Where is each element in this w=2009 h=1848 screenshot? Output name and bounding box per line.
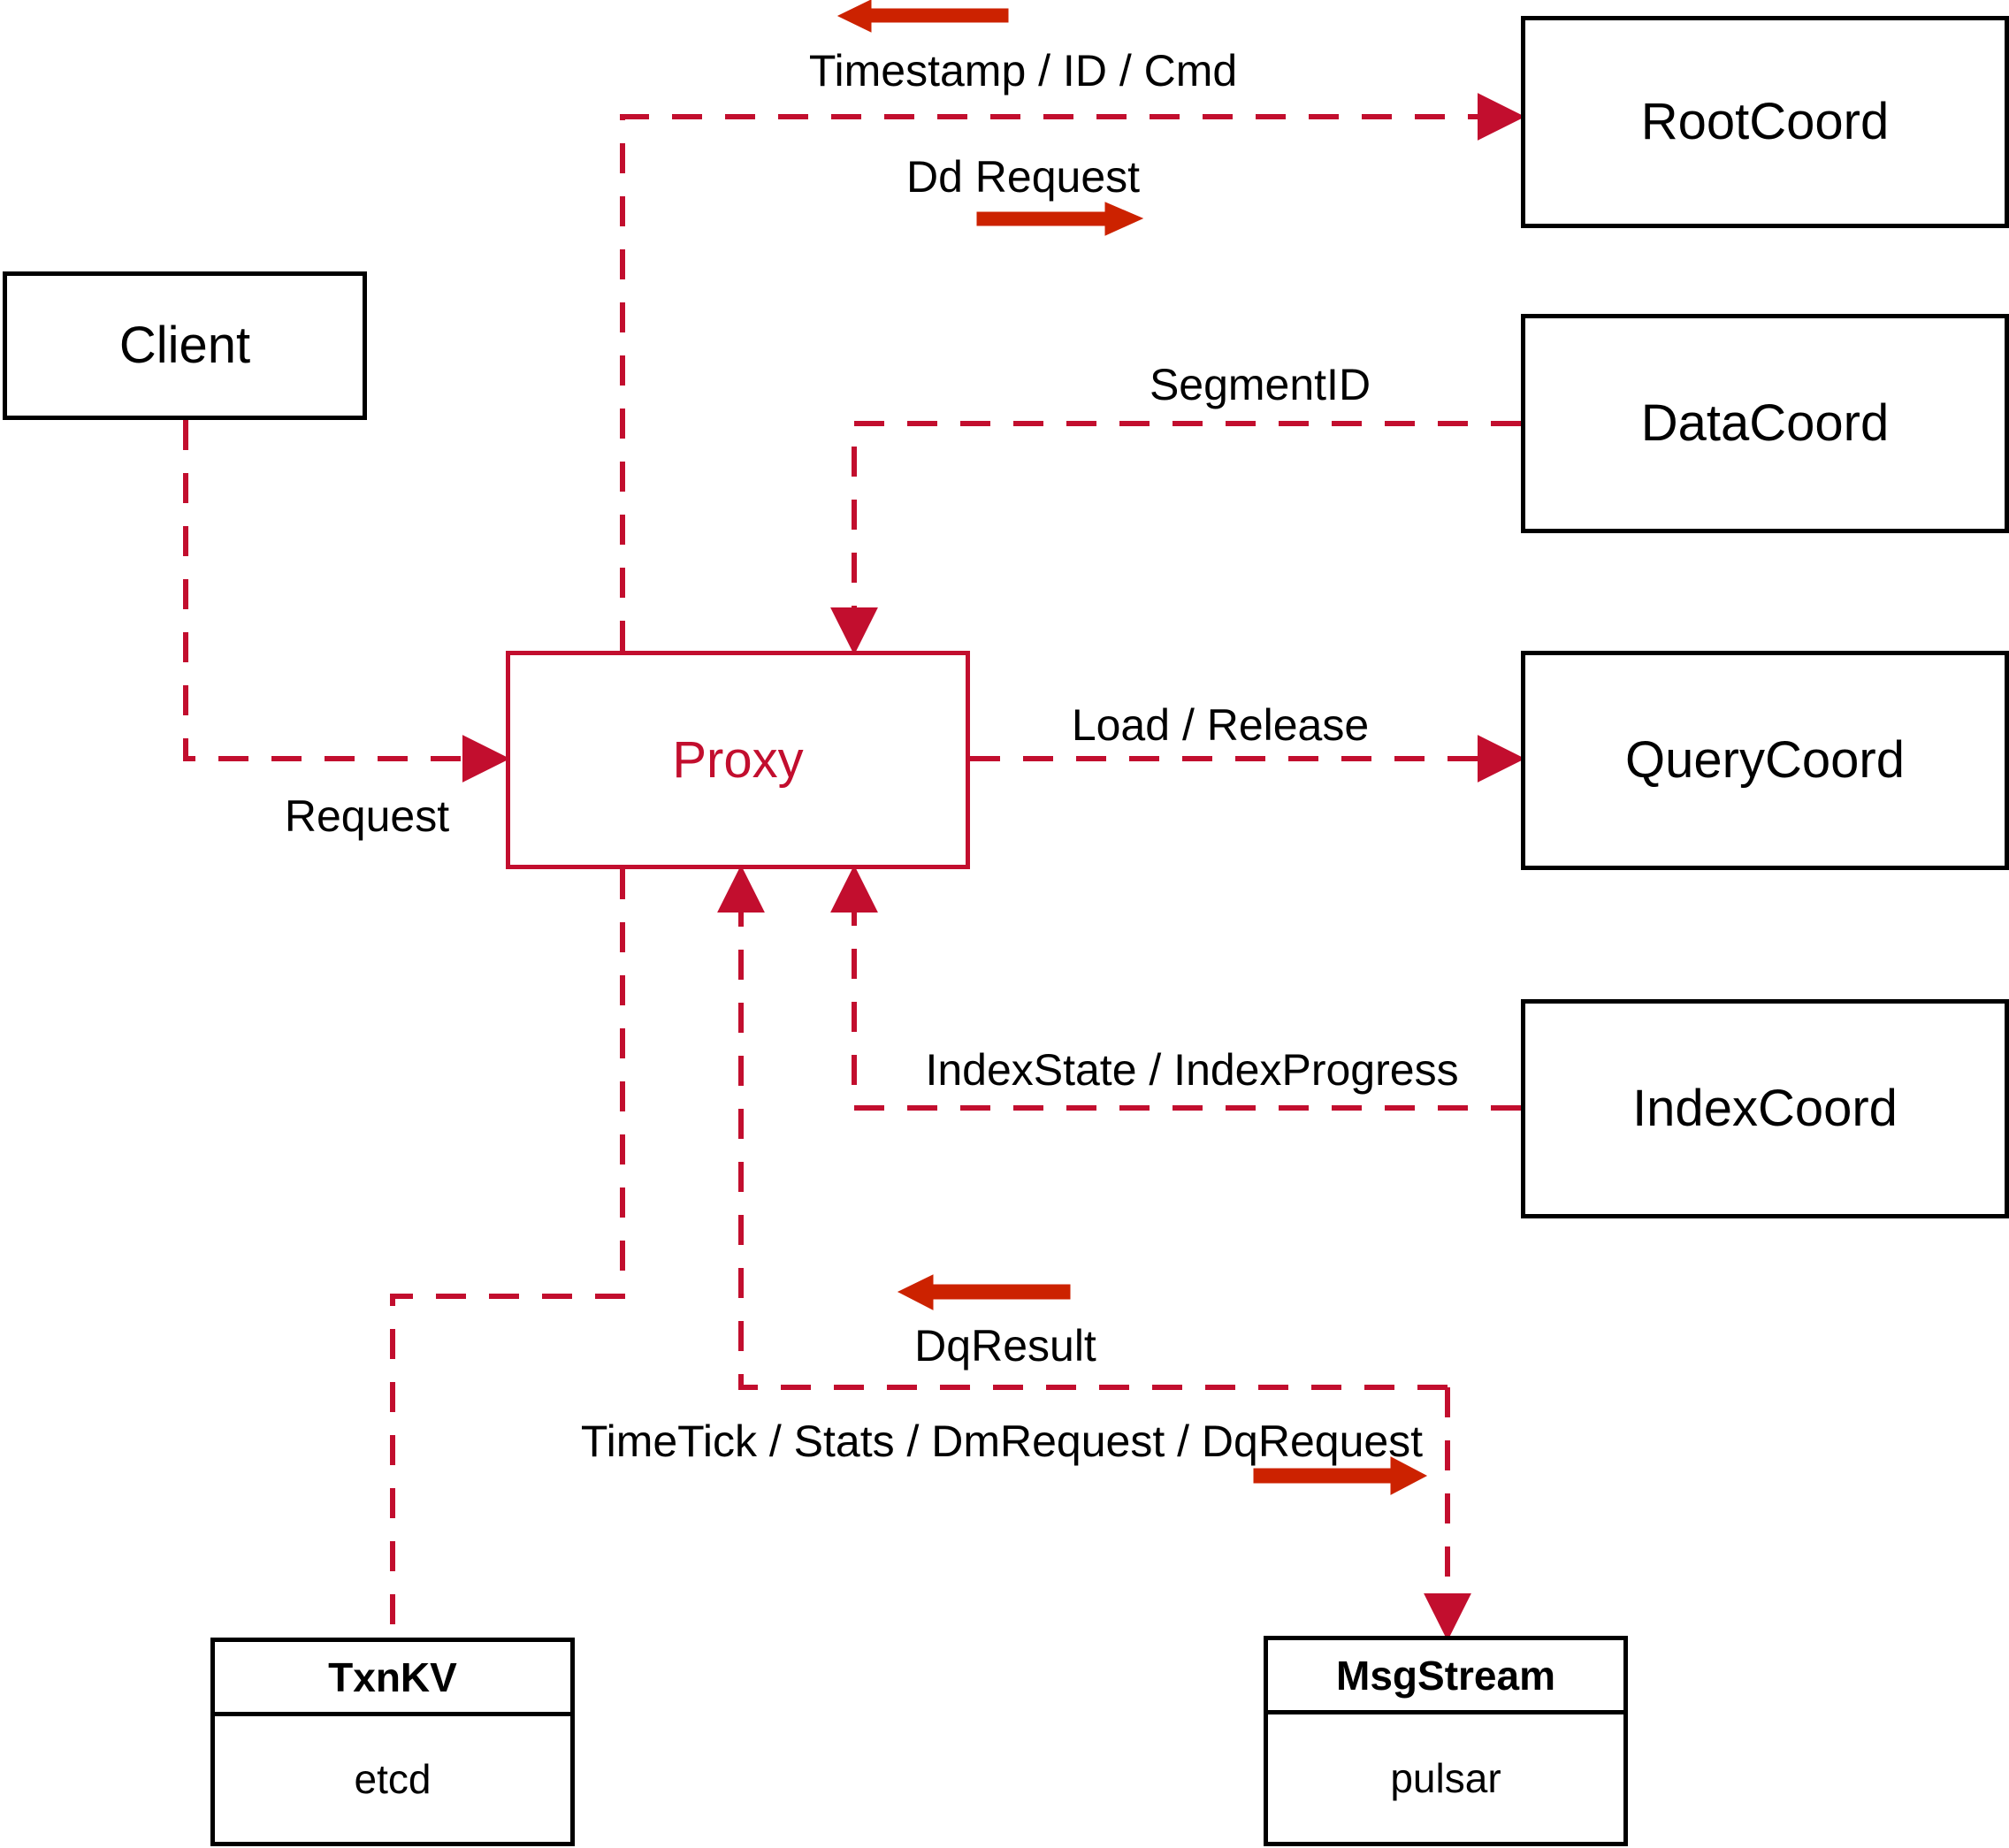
node-msgstream-impl: pulsar <box>1390 1755 1501 1801</box>
edge-label-proxy-querycoord: Load / Release <box>1071 700 1370 750</box>
edge-label-datacoord-proxy: SegmentID <box>1149 360 1371 409</box>
node-msgstream-title: MsgStream <box>1336 1652 1555 1699</box>
node-rootcoord[interactable]: RootCoord <box>1521 16 2009 228</box>
arrow-rootcoord-to-proxy <box>836 0 1009 33</box>
arrow-proxy-to-rootcoord <box>976 202 1144 236</box>
edge-client-proxy <box>183 420 510 783</box>
edge-indexcoord-proxy <box>830 865 1521 1111</box>
edge-label-client-proxy: Request <box>284 791 450 841</box>
node-txnkv-impl: etcd <box>354 1756 432 1802</box>
edge-proxy-txnkv <box>390 869 625 1638</box>
node-rootcoord-label: RootCoord <box>1640 93 1890 150</box>
node-client-label: Client <box>118 317 251 374</box>
edge-msgstream-proxy <box>717 865 1448 1390</box>
arrow-proxy-to-msgstream <box>1253 1456 1428 1495</box>
node-querycoord[interactable]: QueryCoord <box>1521 651 2009 870</box>
node-datacoord-label: DataCoord <box>1640 394 1890 452</box>
edge-label-indexcoord-proxy: IndexState / IndexProgress <box>925 1045 1459 1095</box>
edge-label-msgstream-proxy: DqResult <box>914 1321 1096 1371</box>
node-txnkv-body: etcd <box>215 1716 570 1842</box>
node-querycoord-label: QueryCoord <box>1625 731 1905 789</box>
node-proxy-label: Proxy <box>672 730 804 789</box>
edge-label-proxy-rootcoord: Dd Request <box>905 152 1141 202</box>
node-proxy[interactable]: Proxy <box>506 651 970 869</box>
node-msgstream-body: pulsar <box>1268 1714 1623 1842</box>
node-indexcoord-label: IndexCoord <box>1632 1080 1898 1137</box>
arrow-msgstream-to-proxy <box>897 1274 1071 1310</box>
node-txnkv[interactable]: TxnKV etcd <box>210 1638 575 1846</box>
node-datacoord[interactable]: DataCoord <box>1521 314 2009 533</box>
node-txnkv-title: TxnKV <box>328 1653 457 1700</box>
edge-proxy-rootcoord <box>620 93 1525 651</box>
edge-label-rootcoord-proxy: Timestamp / ID / Cmd <box>808 46 1238 95</box>
node-msgstream-header: MsgStream <box>1268 1640 1623 1714</box>
node-indexcoord[interactable]: IndexCoord <box>1521 999 2009 1218</box>
node-client[interactable]: Client <box>3 271 367 420</box>
node-msgstream[interactable]: MsgStream pulsar <box>1264 1636 1628 1846</box>
edge-label-proxy-msgstream: TimeTick / Stats / DmRequest / DqRequest <box>580 1417 1424 1466</box>
edge-datacoord-proxy <box>830 421 1521 655</box>
node-txnkv-header: TxnKV <box>215 1642 570 1716</box>
